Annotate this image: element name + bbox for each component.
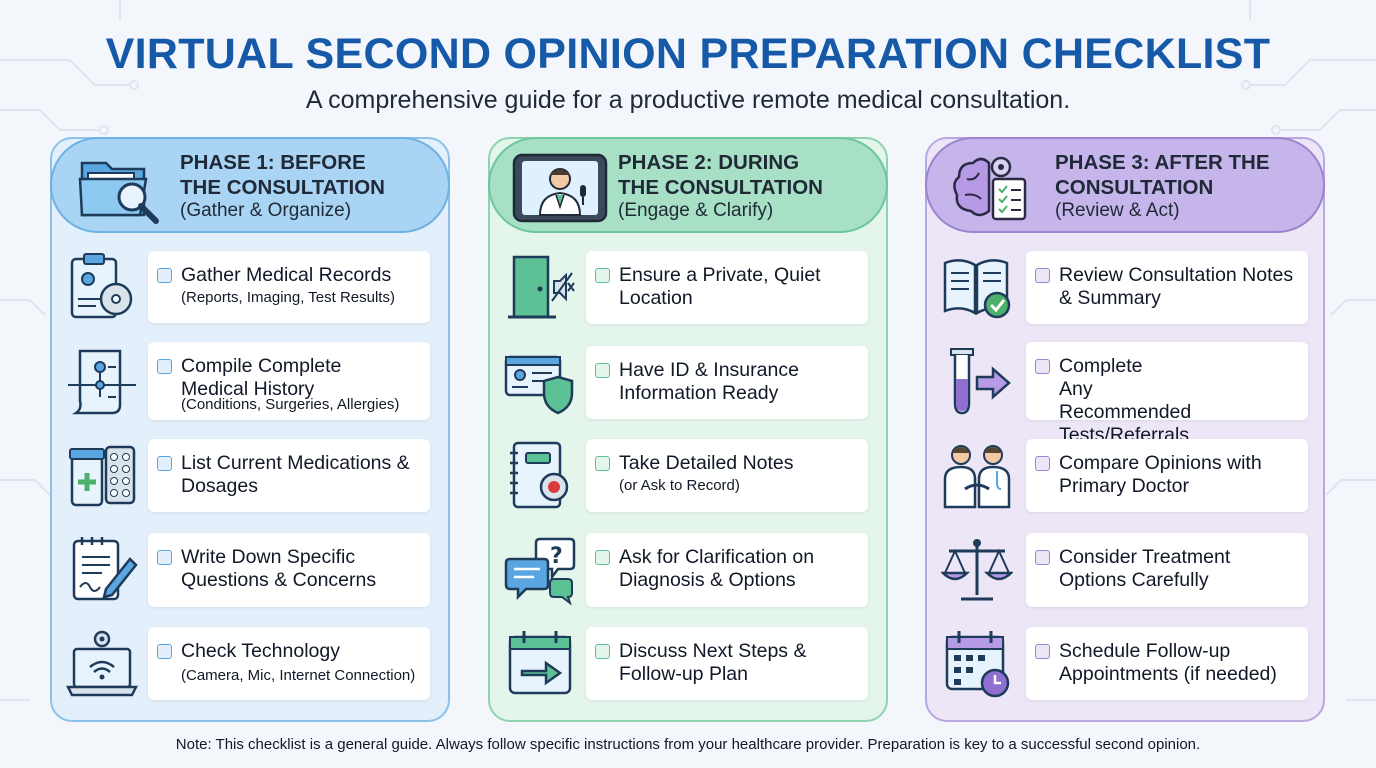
phase-1-header: PHASE 1: BEFORE THE CONSULTATION (Gather… <box>50 137 450 233</box>
item-title: Take Detailed Notes <box>619 452 794 474</box>
checkbox[interactable] <box>157 359 172 374</box>
item-title: Compile Complete Medical History <box>181 355 342 400</box>
checklist-item[interactable]: Compile Complete Medical History (Condit… <box>148 342 430 420</box>
phase-2-subtitle: (Engage & Clarify) <box>618 200 774 221</box>
item-detail: (Camera, Mic, Internet Connection) <box>181 667 416 684</box>
phase-1-title-line2: THE CONSULTATION <box>180 176 385 199</box>
svg-text:?: ? <box>550 544 563 569</box>
calendar-arrow-icon <box>508 631 572 695</box>
item-title: Check Technology <box>181 640 340 662</box>
checklist-item[interactable]: Complete Any Recommended Tests/Referrals <box>1026 342 1308 446</box>
checklist-item[interactable]: Compare Opinions with Primary Doctor <box>1026 439 1308 512</box>
checklist-item[interactable]: Discuss Next Steps & Follow-up Plan <box>586 627 868 700</box>
checklist-item[interactable]: Schedule Follow-up Appointments (if need… <box>1026 627 1308 700</box>
medication-icon <box>69 445 136 507</box>
checklist-item[interactable]: Consider Treatment Options Carefully <box>1026 533 1308 607</box>
test-tube-arrow-icon <box>950 348 1011 415</box>
phase-1-panel: PHASE 1: BEFORE THE CONSULTATION (Gather… <box>50 137 450 722</box>
phase-2-title: PHASE 2: DURING THE CONSULTATION <box>618 150 823 200</box>
item-title: Write Down Specific Questions & Concerns <box>181 546 377 591</box>
checkbox[interactable] <box>1035 456 1050 471</box>
phase-3-panel: PHASE 3: AFTER THE CONSULTATION (Review … <box>925 137 1325 722</box>
id-card-shield-icon <box>504 355 574 415</box>
phase-2-title-line2: THE CONSULTATION <box>618 176 823 199</box>
item-title: Schedule Follow-up Appointments (if need… <box>1059 640 1277 685</box>
page-title: VIRTUAL SECOND OPINION PREPARATION CHECK… <box>105 30 1271 78</box>
checkbox[interactable] <box>595 268 610 283</box>
page-subtitle: A comprehensive guide for a productive r… <box>305 86 1071 114</box>
phase-1-title: PHASE 1: BEFORE THE CONSULTATION <box>180 150 385 200</box>
item-title: Gather Medical Records <box>181 264 392 286</box>
checkbox[interactable] <box>157 456 172 471</box>
checkbox[interactable] <box>595 363 610 378</box>
clipboard-disc-icon <box>70 253 133 319</box>
item-detail: (Reports, Imaging, Test Results) <box>181 289 395 306</box>
phase-3-subtitle: (Review & Act) <box>1055 200 1180 221</box>
item-detail: (Conditions, Surgeries, Allergies) <box>181 396 400 413</box>
phase-3-title: PHASE 3: AFTER THE CONSULTATION <box>1055 150 1270 200</box>
checkbox[interactable] <box>1035 268 1050 283</box>
phase-1-title-line1: PHASE 1: BEFORE <box>180 151 366 174</box>
item-title: Complete Any Recommended Tests/Referrals <box>1059 355 1192 446</box>
doctors-handshake-icon <box>943 445 1011 509</box>
checkbox[interactable] <box>595 550 610 565</box>
checklist-item[interactable]: Gather Medical Records (Reports, Imaging… <box>148 251 430 323</box>
item-title: Ensure a Private, Quiet Location <box>619 264 821 309</box>
phase-3-title-line1: PHASE 3: AFTER THE <box>1055 151 1270 174</box>
folder-search-icon <box>78 161 159 224</box>
checklist-item[interactable]: Review Consultation Notes & Summary <box>1026 251 1308 324</box>
checkbox[interactable] <box>595 644 610 659</box>
phase-3-title-line2: CONSULTATION <box>1055 176 1214 199</box>
calendar-clock-icon <box>945 631 1010 698</box>
video-doctor-icon <box>512 153 608 223</box>
checklist-item[interactable]: Ensure a Private, Quiet Location <box>586 251 868 324</box>
phase-1-subtitle: (Gather & Organize) <box>180 200 352 221</box>
item-title: List Current Medications & Dosages <box>181 452 410 497</box>
phase-3-header: PHASE 3: AFTER THE CONSULTATION (Review … <box>925 137 1325 233</box>
checkbox[interactable] <box>157 644 172 659</box>
checklist-item[interactable]: Have ID & Insurance Information Ready <box>586 346 868 419</box>
checkbox[interactable] <box>1035 359 1050 374</box>
footnote: Note: This checklist is a general guide.… <box>175 736 1201 753</box>
chat-question-icon: ? <box>504 537 576 605</box>
checklist-item[interactable]: Write Down Specific Questions & Concerns <box>148 533 430 607</box>
brain-gear-checklist-icon <box>953 156 1027 221</box>
checkbox[interactable] <box>1035 550 1050 565</box>
checklist-item[interactable]: Ask for Clarification on Diagnosis & Opt… <box>586 533 868 607</box>
item-title: Compare Opinions with Primary Doctor <box>1059 452 1262 497</box>
phase-2-title-line1: PHASE 2: DURING <box>618 151 800 174</box>
notebook-record-icon <box>510 441 569 509</box>
item-title: Discuss Next Steps & Follow-up Plan <box>619 640 807 685</box>
book-check-icon <box>943 259 1011 319</box>
phase-2-header: PHASE 2: DURING THE CONSULTATION (Engage… <box>488 137 888 233</box>
checklist-item[interactable]: Take Detailed Notes (or Ask to Record) <box>586 439 868 512</box>
checklist-item[interactable]: Check Technology (Camera, Mic, Internet … <box>148 627 430 700</box>
checkbox[interactable] <box>157 268 172 283</box>
checklist-item[interactable]: List Current Medications & Dosages <box>148 439 430 512</box>
item-title: Have ID & Insurance Information Ready <box>619 359 799 404</box>
scale-icon <box>941 539 1013 601</box>
laptop-wifi-icon <box>66 630 138 697</box>
notepad-pen-icon <box>72 537 138 601</box>
item-title: Ask for Clarification on Diagnosis & Opt… <box>619 546 815 591</box>
checkbox[interactable] <box>157 550 172 565</box>
item-detail: (or Ask to Record) <box>619 477 740 494</box>
item-title: Review Consultation Notes & Summary <box>1059 264 1294 309</box>
item-title: Consider Treatment Options Carefully <box>1059 546 1231 591</box>
checkbox[interactable] <box>595 456 610 471</box>
history-scroll-icon <box>68 349 136 415</box>
phase-2-panel: PHASE 2: DURING THE CONSULTATION (Engage… <box>488 137 888 722</box>
door-mute-icon <box>508 255 575 319</box>
checkbox[interactable] <box>1035 644 1050 659</box>
